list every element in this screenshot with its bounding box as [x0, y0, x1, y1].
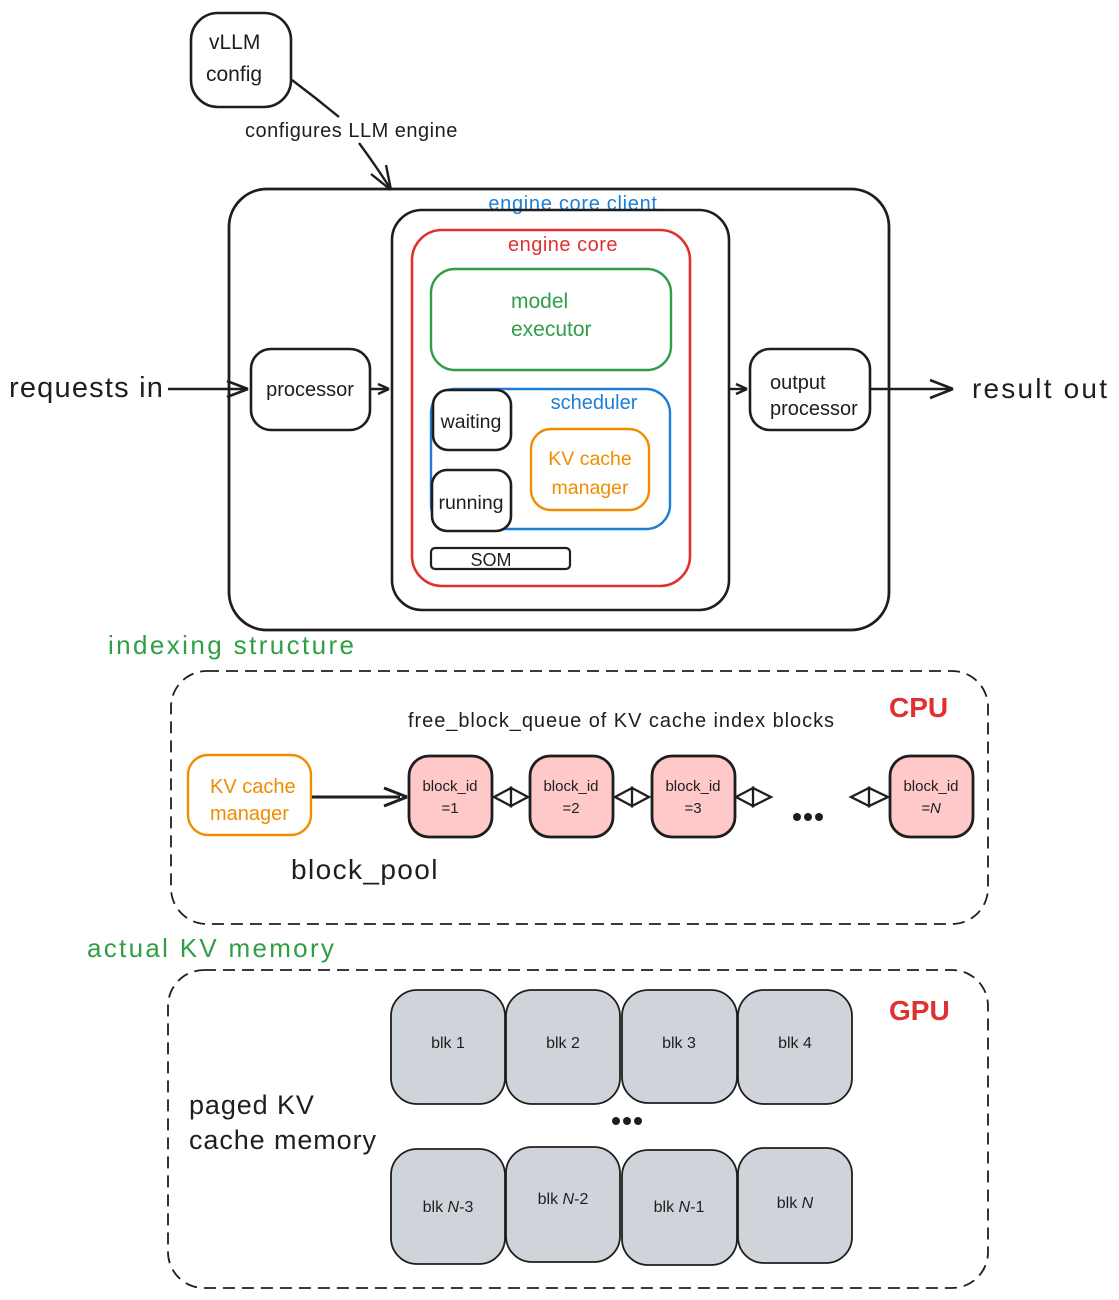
- svg-text:running: running: [438, 492, 503, 514]
- svg-text:block_id: block_id: [543, 778, 598, 795]
- svg-text:blk 4: blk 4: [778, 1035, 812, 1052]
- svg-text:blk 1: blk 1: [431, 1035, 465, 1052]
- svg-text:processor: processor: [770, 398, 858, 420]
- svg-text:GPU: GPU: [889, 995, 950, 1026]
- svg-text:block_id: block_id: [665, 778, 720, 795]
- svg-text:engine core client: engine core client: [488, 193, 657, 215]
- svg-text:waiting: waiting: [440, 411, 502, 433]
- svg-text:=N: =N: [921, 800, 941, 817]
- svg-text:requests in: requests in: [9, 372, 164, 404]
- svg-text:=2: =2: [562, 800, 579, 817]
- svg-text:model: model: [511, 290, 568, 313]
- svg-text:blk N-1: blk N-1: [654, 1199, 705, 1216]
- svg-text:manager: manager: [210, 803, 289, 825]
- svg-text:blk 3: blk 3: [662, 1035, 696, 1052]
- svg-text:=1: =1: [441, 800, 458, 817]
- svg-text:blk N-3: blk N-3: [423, 1199, 474, 1216]
- svg-text:SOM: SOM: [470, 550, 511, 570]
- svg-text:paged KV: paged KV: [189, 1090, 315, 1120]
- svg-text:blk N: blk N: [777, 1195, 814, 1212]
- svg-text:blk 2: blk 2: [546, 1035, 580, 1052]
- svg-text:KV cache: KV cache: [548, 448, 631, 470]
- svg-text:free_block_queue of KV cache i: free_block_queue of KV cache index block…: [408, 710, 835, 732]
- svg-text:output: output: [770, 372, 826, 394]
- svg-text:block_id: block_id: [903, 778, 958, 795]
- svg-text:block_pool: block_pool: [291, 854, 439, 885]
- svg-text:actual KV memory: actual KV memory: [87, 933, 336, 963]
- svg-text:vLLM: vLLM: [209, 31, 260, 54]
- svg-text:KV cache: KV cache: [210, 776, 296, 798]
- svg-text:=3: =3: [684, 800, 701, 817]
- svg-text:result out: result out: [972, 373, 1109, 404]
- svg-text:scheduler: scheduler: [551, 392, 638, 414]
- svg-text:manager: manager: [552, 477, 629, 499]
- svg-text:blk N-2: blk N-2: [538, 1191, 589, 1208]
- svg-text:cache memory: cache memory: [189, 1125, 377, 1155]
- svg-text:indexing structure: indexing structure: [108, 630, 356, 660]
- svg-text:processor: processor: [266, 379, 354, 401]
- svg-text:block_id: block_id: [422, 778, 477, 795]
- svg-text:engine core: engine core: [508, 234, 618, 256]
- svg-text:config: config: [206, 63, 262, 86]
- svg-text:executor: executor: [511, 318, 592, 341]
- svg-text:CPU: CPU: [889, 692, 948, 723]
- svg-text:configures LLM engine: configures LLM engine: [245, 120, 458, 142]
